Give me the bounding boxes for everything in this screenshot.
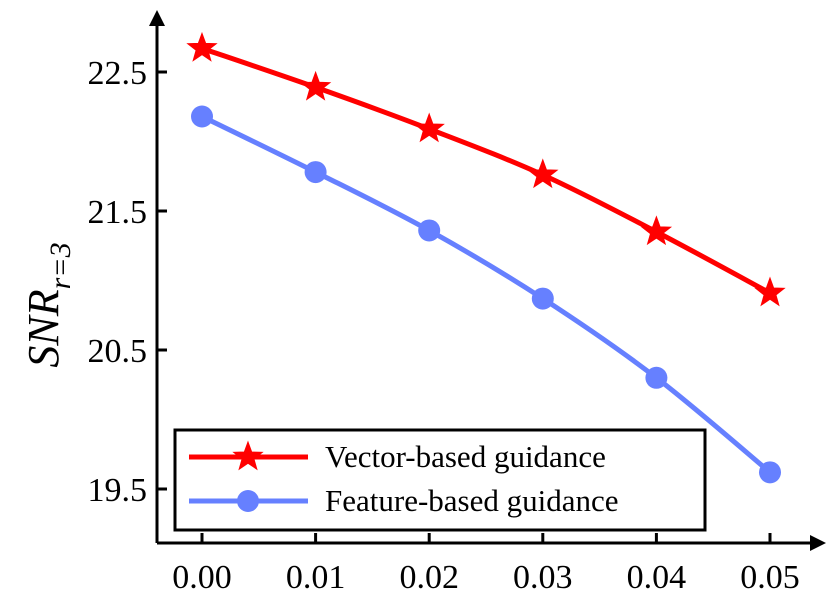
x-tick-label: 0.02	[399, 559, 459, 595]
y-tick-label: 19.5	[88, 472, 148, 509]
data-point	[191, 105, 213, 128]
axes	[149, 10, 826, 551]
x-axis-ticks: 0.00 0.01 0.02 0.03 0.04 0.05	[172, 533, 800, 595]
circle-marker-icon	[237, 490, 259, 512]
data-point	[186, 31, 218, 62]
y-tick-label: 21.5	[88, 194, 148, 231]
data-point	[418, 219, 441, 242]
series-layer	[186, 31, 786, 484]
x-tick-label: 0.03	[513, 559, 573, 595]
data-point	[754, 276, 786, 307]
legend-box	[173, 428, 707, 532]
y-tick-label: 22.5	[88, 55, 148, 92]
data-point	[640, 215, 673, 246]
data-point	[645, 366, 668, 389]
legend-item: Feature-based guidance	[189, 483, 619, 518]
x-tick-label: 0.04	[627, 559, 687, 595]
data-point	[759, 461, 781, 484]
y-axis-label-main: SNR	[19, 289, 68, 367]
y-axis-label: SNRr=3	[19, 242, 77, 367]
legend-label: Feature-based guidance	[325, 483, 619, 518]
x-axis-arrow	[810, 535, 826, 551]
x-tick-label: 0.05	[740, 559, 800, 595]
y-axis-ticks: 19.5 20.5 21.5 22.5	[88, 55, 167, 509]
data-point	[531, 287, 554, 310]
x-tick-label: 0.00	[172, 559, 232, 595]
legend-label: Vector-based guidance	[325, 439, 606, 474]
star-marker-icon	[232, 440, 264, 471]
data-point	[527, 158, 559, 189]
y-axis-arrow	[149, 10, 165, 26]
series-line	[199, 113, 773, 475]
y-tick-label: 20.5	[88, 333, 148, 370]
x-tick-label: 0.01	[286, 559, 346, 595]
data-point	[299, 70, 332, 101]
series-feature-based	[191, 105, 781, 484]
data-point	[304, 161, 327, 184]
y-axis-label-subscript: r=3	[44, 242, 77, 289]
legend-item: Vector-based guidance	[189, 439, 606, 474]
data-point	[413, 112, 445, 143]
series-vector-based	[186, 31, 786, 307]
series-line	[199, 45, 773, 296]
